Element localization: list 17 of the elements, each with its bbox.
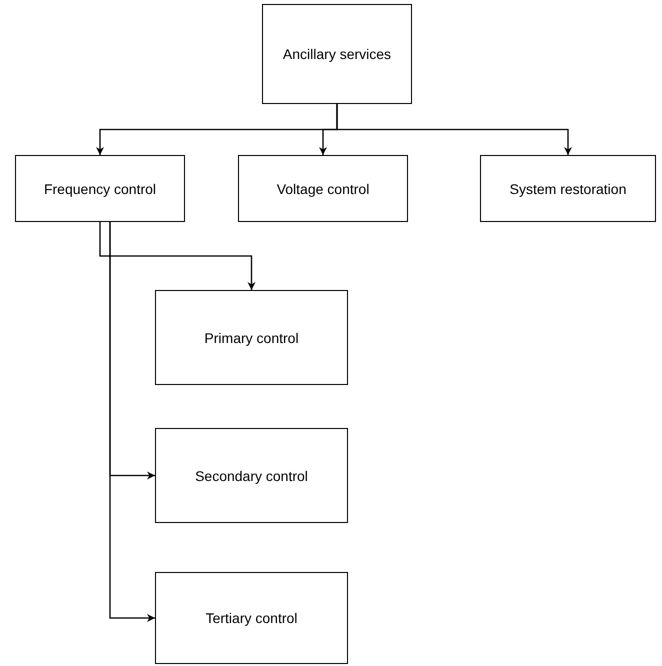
process-box xyxy=(15,155,185,222)
box-label: Secondary control xyxy=(194,468,309,484)
arrow xyxy=(99,222,256,290)
arrow xyxy=(109,222,155,622)
box-label: System restoration xyxy=(508,180,628,196)
box-label: Frequency control xyxy=(42,180,158,196)
box-label: Primary control xyxy=(203,330,300,346)
process-box xyxy=(155,428,348,523)
process-box xyxy=(262,4,412,104)
process-box xyxy=(155,290,348,385)
box-label: Tertiary control xyxy=(204,610,298,626)
process-box xyxy=(480,155,656,222)
arrow xyxy=(336,104,572,155)
process-box xyxy=(155,572,348,664)
box-label: Ancillary services xyxy=(282,46,392,62)
process-box xyxy=(238,155,408,222)
box-label: Voltage control xyxy=(276,180,370,196)
